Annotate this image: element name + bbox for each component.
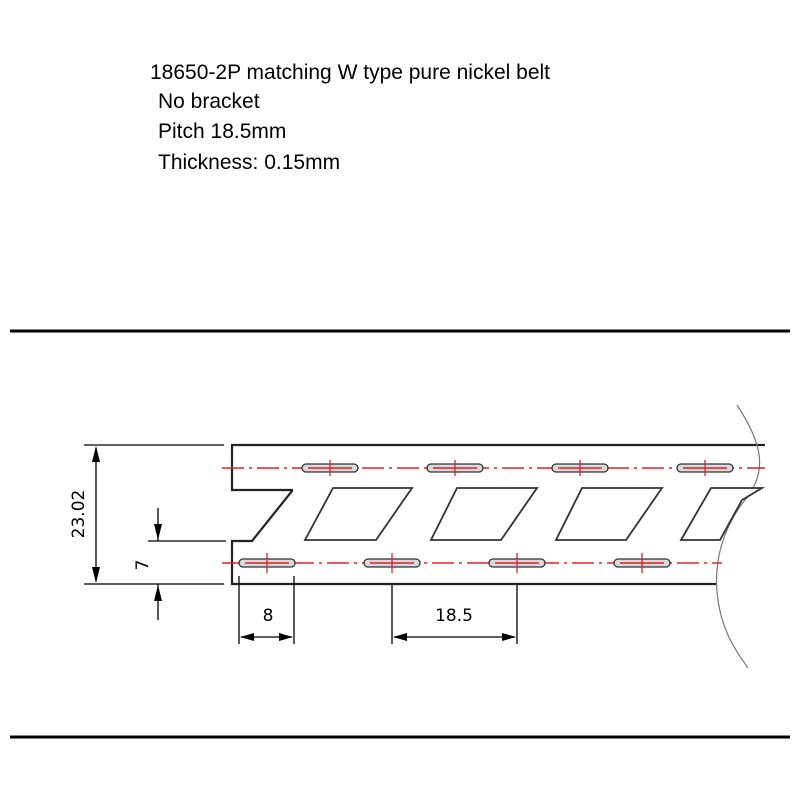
slot	[488, 553, 546, 573]
slot	[613, 553, 671, 573]
spec-pitch: Pitch 18.5mm	[158, 120, 287, 143]
spec-bracket: No bracket	[158, 90, 260, 113]
upper-slots	[301, 460, 734, 476]
spec-thickness: Thickness: 0.15mm	[158, 151, 341, 174]
spec-title: 18650-2P matching W type pure nickel bel…	[150, 61, 551, 84]
dimension-pitch-label: 18.5	[435, 606, 473, 626]
window-hole	[303, 487, 414, 541]
spec-block: 18650-2P matching W type pure nickel bel…	[0, 0, 800, 200]
slot	[426, 460, 484, 476]
window-hole	[429, 487, 539, 541]
slot	[363, 553, 421, 573]
strip-outline	[230, 443, 765, 586]
dimension-total-width-label: 23.02	[69, 490, 89, 539]
dimension-slot-length-label: 8	[263, 606, 274, 626]
window-hole	[554, 487, 664, 541]
dimension-pitch	[391, 585, 518, 644]
window-holes	[303, 487, 766, 541]
slot	[238, 553, 296, 573]
slot	[676, 460, 734, 476]
slot	[551, 460, 609, 476]
window-hole-partial	[679, 487, 766, 541]
dimension-total-width	[84, 444, 224, 585]
lower-slots	[238, 553, 671, 573]
break-curve	[715, 404, 761, 669]
dimension-lower-strip	[148, 508, 226, 620]
slot	[301, 460, 359, 476]
dimension-slot-length	[238, 576, 295, 644]
dimension-lower-strip-label: 7	[133, 560, 153, 571]
